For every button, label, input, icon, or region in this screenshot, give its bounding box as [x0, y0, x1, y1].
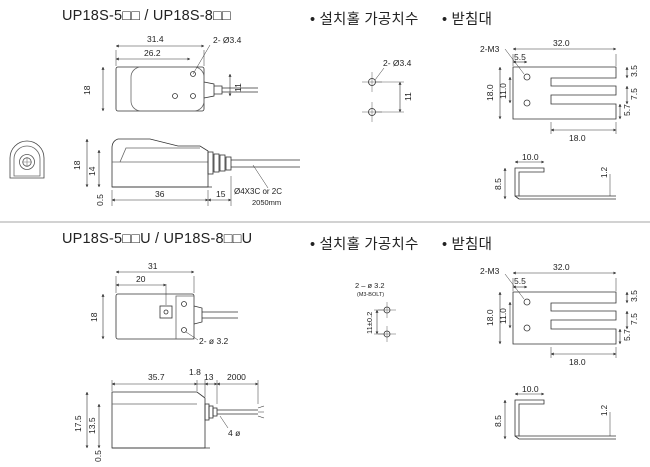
bottom-dim-base-offset: 0.5 — [93, 450, 103, 462]
top-bracket-thickness: 1.2 — [600, 166, 609, 178]
top-bracket-height-inner: 11.0 — [498, 83, 508, 99]
bottom-mount-hole-label: 2 – ø 3.2 — [355, 281, 385, 290]
top-dim-width-inner: 26.2 — [144, 48, 161, 58]
bottom-bracket-heading: • 받침대 — [442, 237, 493, 253]
bottom-mount-hole-gap: 11±0.2 — [365, 312, 374, 334]
bottom-bracket-side-height: 8.5 — [493, 415, 503, 427]
bottom-bracket-front-view — [498, 271, 629, 358]
bottom-bracket-height-outer: 18.0 — [485, 309, 495, 326]
top-bracket-bottom-width: 18.0 — [569, 133, 586, 143]
bottom-dim-width-inner: 20 — [136, 274, 146, 284]
bottom-bracket-right-low: 5.7 — [622, 329, 632, 341]
top-dim-side-height-outer: 18 — [72, 160, 82, 170]
top-dim-side-height-inner: 14 — [87, 166, 97, 176]
bottom-bracket-bottom-width: 18.0 — [569, 357, 586, 367]
top-cable-label: Ø4X3C or 2C — [234, 187, 282, 196]
top-bracket-side-height: 8.5 — [493, 178, 503, 190]
top-bracket-width: 32.0 — [553, 38, 570, 48]
top-bracket-side-width: 10.0 — [522, 152, 539, 162]
top-dim-length-tail: 15 — [216, 189, 226, 199]
top-bracket-height-outer: 18.0 — [485, 84, 495, 101]
bottom-bracket-thread: 2-M3 — [480, 266, 500, 276]
top-mount-hole-heading: • 설치홀 가공치수 — [310, 12, 419, 28]
top-dim-width-outer: 31.4 — [147, 34, 164, 44]
top-bracket-right-low: 5.7 — [622, 104, 632, 116]
top-dim-height: 18 — [82, 85, 92, 95]
top-mount-hole-gap: 11 — [403, 92, 413, 101]
top-mount-hole-drawing — [362, 67, 404, 122]
bottom-dim-gap-a: 1.8 — [189, 367, 201, 377]
bottom-mount-hole-drawing — [374, 302, 396, 342]
top-bracket-right-mid: 7.5 — [629, 88, 639, 100]
bottom-dim-side-outer: 17.5 — [73, 415, 83, 432]
bottom-mount-bolt-label: (M3-BOLT) — [357, 292, 384, 298]
top-mount-hole-label: 2- Ø3.4 — [383, 58, 412, 68]
top-sensor-side-view — [85, 138, 300, 206]
bottom-bracket-side-width: 10.0 — [522, 384, 539, 394]
bottom-dim-cable-length: 2000 — [227, 372, 246, 382]
bottom-dim-side-inner: 13.5 — [87, 417, 97, 434]
bottom-sensor-side-view — [85, 380, 265, 449]
top-dim-hole-gap: 11 — [233, 83, 243, 92]
bottom-cable-dia: 4 ø — [228, 428, 240, 438]
top-bracket-offset: 5.5 — [514, 52, 526, 62]
top-bracket-side-view — [503, 160, 616, 200]
bottom-dim-hole-label: 2- ø 3.2 — [199, 336, 229, 346]
top-model-title: UP18S-5□□ / UP18S-8□□ — [62, 8, 231, 24]
top-bracket-right-top: 3.5 — [629, 65, 639, 77]
bottom-bracket-right-mid: 7.5 — [629, 313, 639, 325]
top-dim-base-offset: 0.5 — [95, 194, 105, 206]
bottom-bracket-offset: 5.5 — [514, 276, 526, 286]
bottom-dim-length-body: 35.7 — [148, 372, 165, 382]
top-bracket-heading: • 받침대 — [442, 12, 493, 28]
top-dim-length-body: 36 — [155, 189, 165, 199]
bottom-bracket-side-view — [503, 392, 616, 440]
bottom-model-title: UP18S-5□□U / UP18S-8□□U — [62, 231, 253, 247]
bottom-bracket-width: 32.0 — [553, 262, 570, 272]
top-dim-hole-label: 2- Ø3.4 — [213, 35, 242, 45]
bottom-bracket-thickness: 1.2 — [600, 404, 609, 416]
bottom-sensor-top-view — [101, 270, 238, 341]
sensor-face-icon — [9, 140, 45, 179]
bottom-mount-hole-heading: • 설치홀 가공치수 — [310, 237, 419, 253]
top-bracket-front-view — [498, 47, 629, 134]
top-cable-length: 2050mm — [252, 198, 281, 207]
bottom-dim-width-outer: 31 — [148, 261, 158, 271]
top-bracket-thread: 2-M3 — [480, 44, 500, 54]
bottom-bracket-right-top: 3.5 — [629, 290, 639, 302]
bottom-dim-gap-b: 13 — [204, 372, 214, 382]
bottom-bracket-height-inner: 11.0 — [498, 308, 508, 324]
bottom-dim-height: 18 — [89, 312, 99, 322]
top-sensor-top-view — [101, 44, 258, 112]
